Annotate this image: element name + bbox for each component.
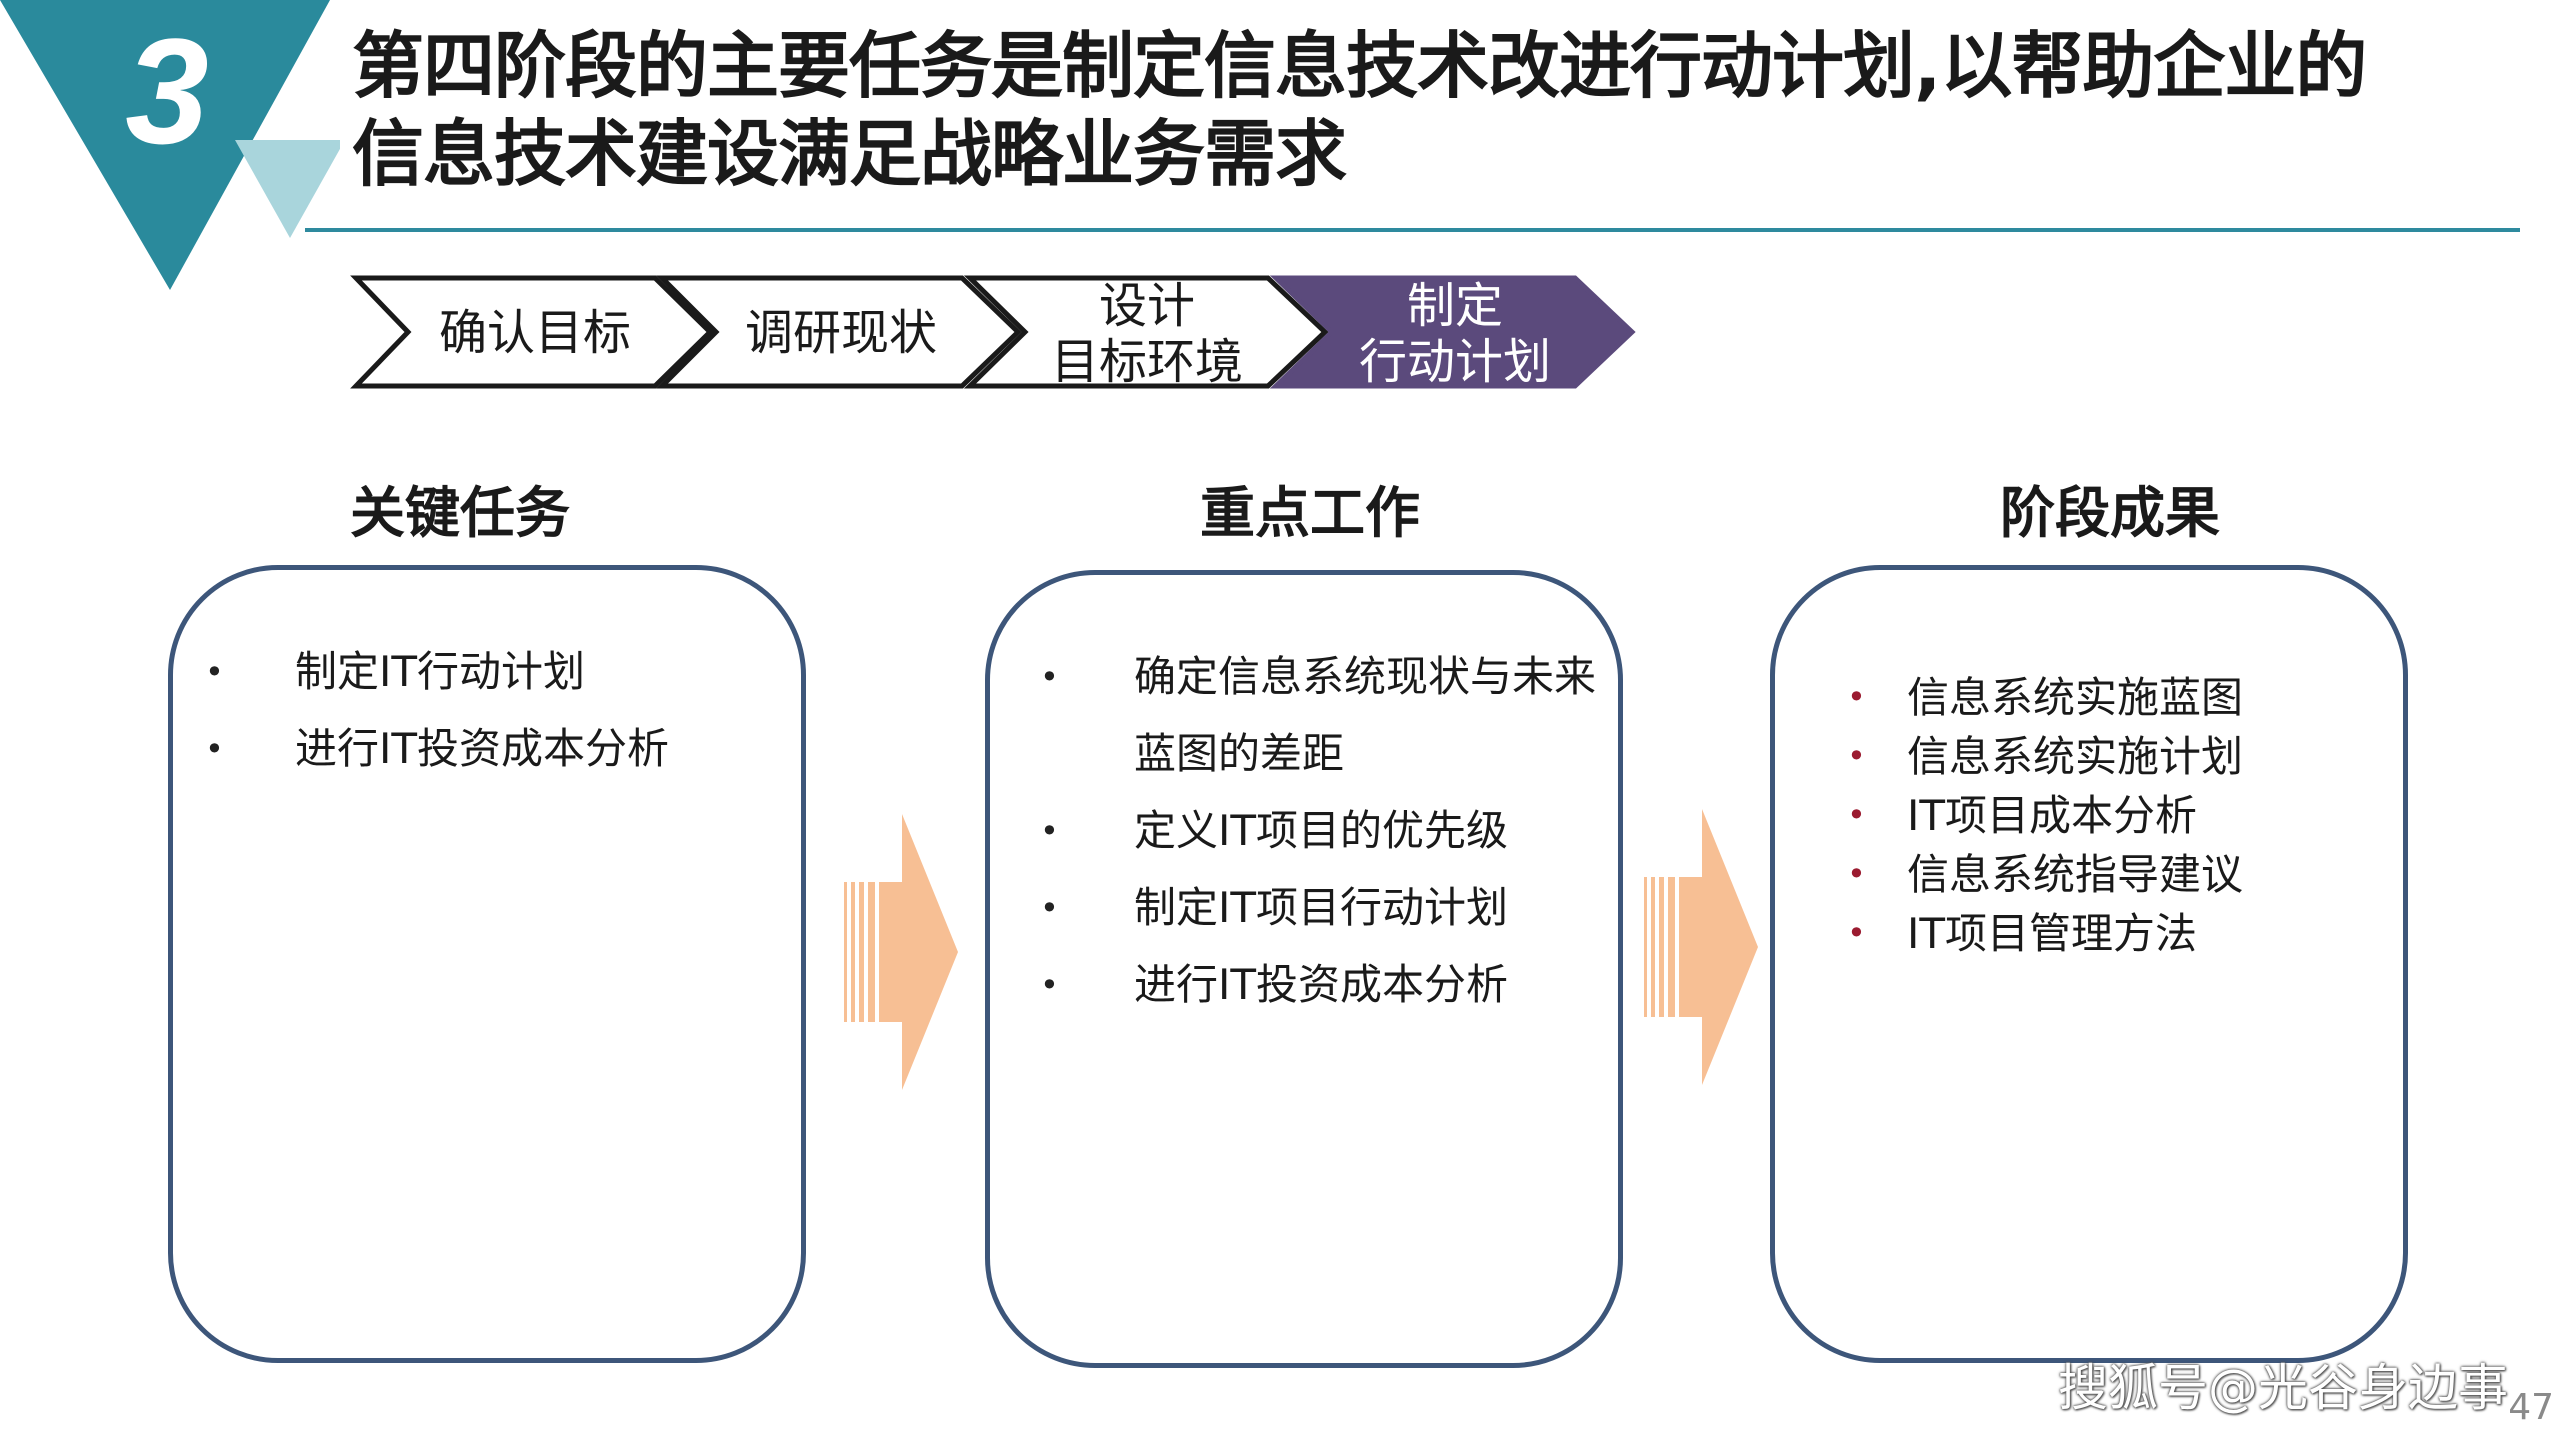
- bullet-icon: •: [205, 730, 224, 768]
- bullet-icon: •: [1040, 889, 1059, 927]
- slide-title-line-1: 第四阶段的主要任务是制定信息技术改进行动计划,以帮助企业的: [352, 24, 2367, 108]
- key-work-list: • 确定信息系统现状与未来 蓝图的差距 • 定义IT项目的优先级 • 制定IT项…: [1040, 645, 1596, 1030]
- bullet-icon: •: [1847, 855, 1866, 893]
- bullet-icon: •: [205, 653, 224, 691]
- list-item: • 制定IT行动计划: [205, 642, 669, 719]
- bullet-icon: •: [1847, 737, 1866, 775]
- key-tasks-list: • 制定IT行动计划 • 进行IT投资成本分析: [205, 642, 669, 796]
- chevron-step-2-label: 调研现状: [744, 305, 937, 361]
- panel-key-work: • 确定信息系统现状与未来 蓝图的差距 • 定义IT项目的优先级 • 制定IT项…: [985, 570, 1623, 1368]
- chevron-step-1: [350, 275, 714, 389]
- panel-key-tasks: • 制定IT行动计划 • 进行IT投资成本分析: [168, 565, 806, 1363]
- heading-key-tasks: 关键任务: [349, 481, 570, 545]
- bullet-icon: •: [1040, 812, 1059, 850]
- slide-title-line-2: 信息技术建设满足战略业务需求: [352, 112, 1347, 196]
- heading-key-work: 重点工作: [1199, 481, 1420, 545]
- flow-arrow-2: [1644, 809, 1758, 1085]
- list-item: • 制定IT项目行动计划: [1040, 876, 1596, 953]
- list-item: • IT项目成本分析: [1847, 786, 2243, 845]
- panel-deliverables: • 信息系统实施蓝图 • 信息系统实施计划 • IT项目成本分析 • 信息系统指…: [1770, 565, 2408, 1363]
- list-item: • IT项目管理方法: [1847, 904, 2243, 963]
- bullet-icon: •: [1847, 796, 1866, 834]
- bullet-icon: •: [1040, 966, 1059, 1004]
- list-item: • 进行IT投资成本分析: [1040, 953, 1596, 1030]
- page-number: 47: [2508, 1387, 2554, 1428]
- step-number: 3: [125, 7, 209, 175]
- chevron-step-2: [655, 275, 1022, 389]
- chevron-step-1-label: 确认目标: [438, 305, 631, 361]
- list-item: • 定义IT项目的优先级: [1040, 799, 1596, 876]
- chevron-step-3-label: 设计 目标环境: [1050, 278, 1243, 390]
- list-item: • 信息系统指导建议: [1847, 845, 2243, 904]
- flow-arrow-1: [844, 814, 958, 1090]
- corner-triangle-decoration: [0, 0, 340, 290]
- chevron-step-4: [1269, 275, 1636, 389]
- list-item: • 进行IT投资成本分析: [205, 719, 669, 796]
- chevron-step-3: [963, 275, 1329, 389]
- process-chevron-bar: [350, 275, 1636, 389]
- list-item: • 信息系统实施计划: [1847, 727, 2243, 786]
- list-item: • 信息系统实施蓝图: [1847, 668, 2243, 727]
- list-item: • 确定信息系统现状与未来: [1040, 645, 1596, 722]
- bullet-icon: •: [1040, 658, 1059, 696]
- bullet-icon: •: [1847, 914, 1866, 952]
- bullet-icon: •: [1847, 678, 1866, 716]
- chevron-step-4-label: 制定 行动计划: [1358, 278, 1551, 390]
- list-item: 蓝图的差距: [1134, 729, 1345, 778]
- deliverables-list: • 信息系统实施蓝图 • 信息系统实施计划 • IT项目成本分析 • 信息系统指…: [1847, 668, 2243, 963]
- slide-title: 第四阶段的主要任务是制定信息技术改进行动计划,以帮助企业的 信息技术建设满足战略…: [352, 22, 2532, 198]
- title-divider: [305, 228, 2520, 232]
- watermark: 搜狐号@光谷身边事: [2058, 1359, 2508, 1417]
- heading-deliverables: 阶段成果: [1999, 481, 2220, 545]
